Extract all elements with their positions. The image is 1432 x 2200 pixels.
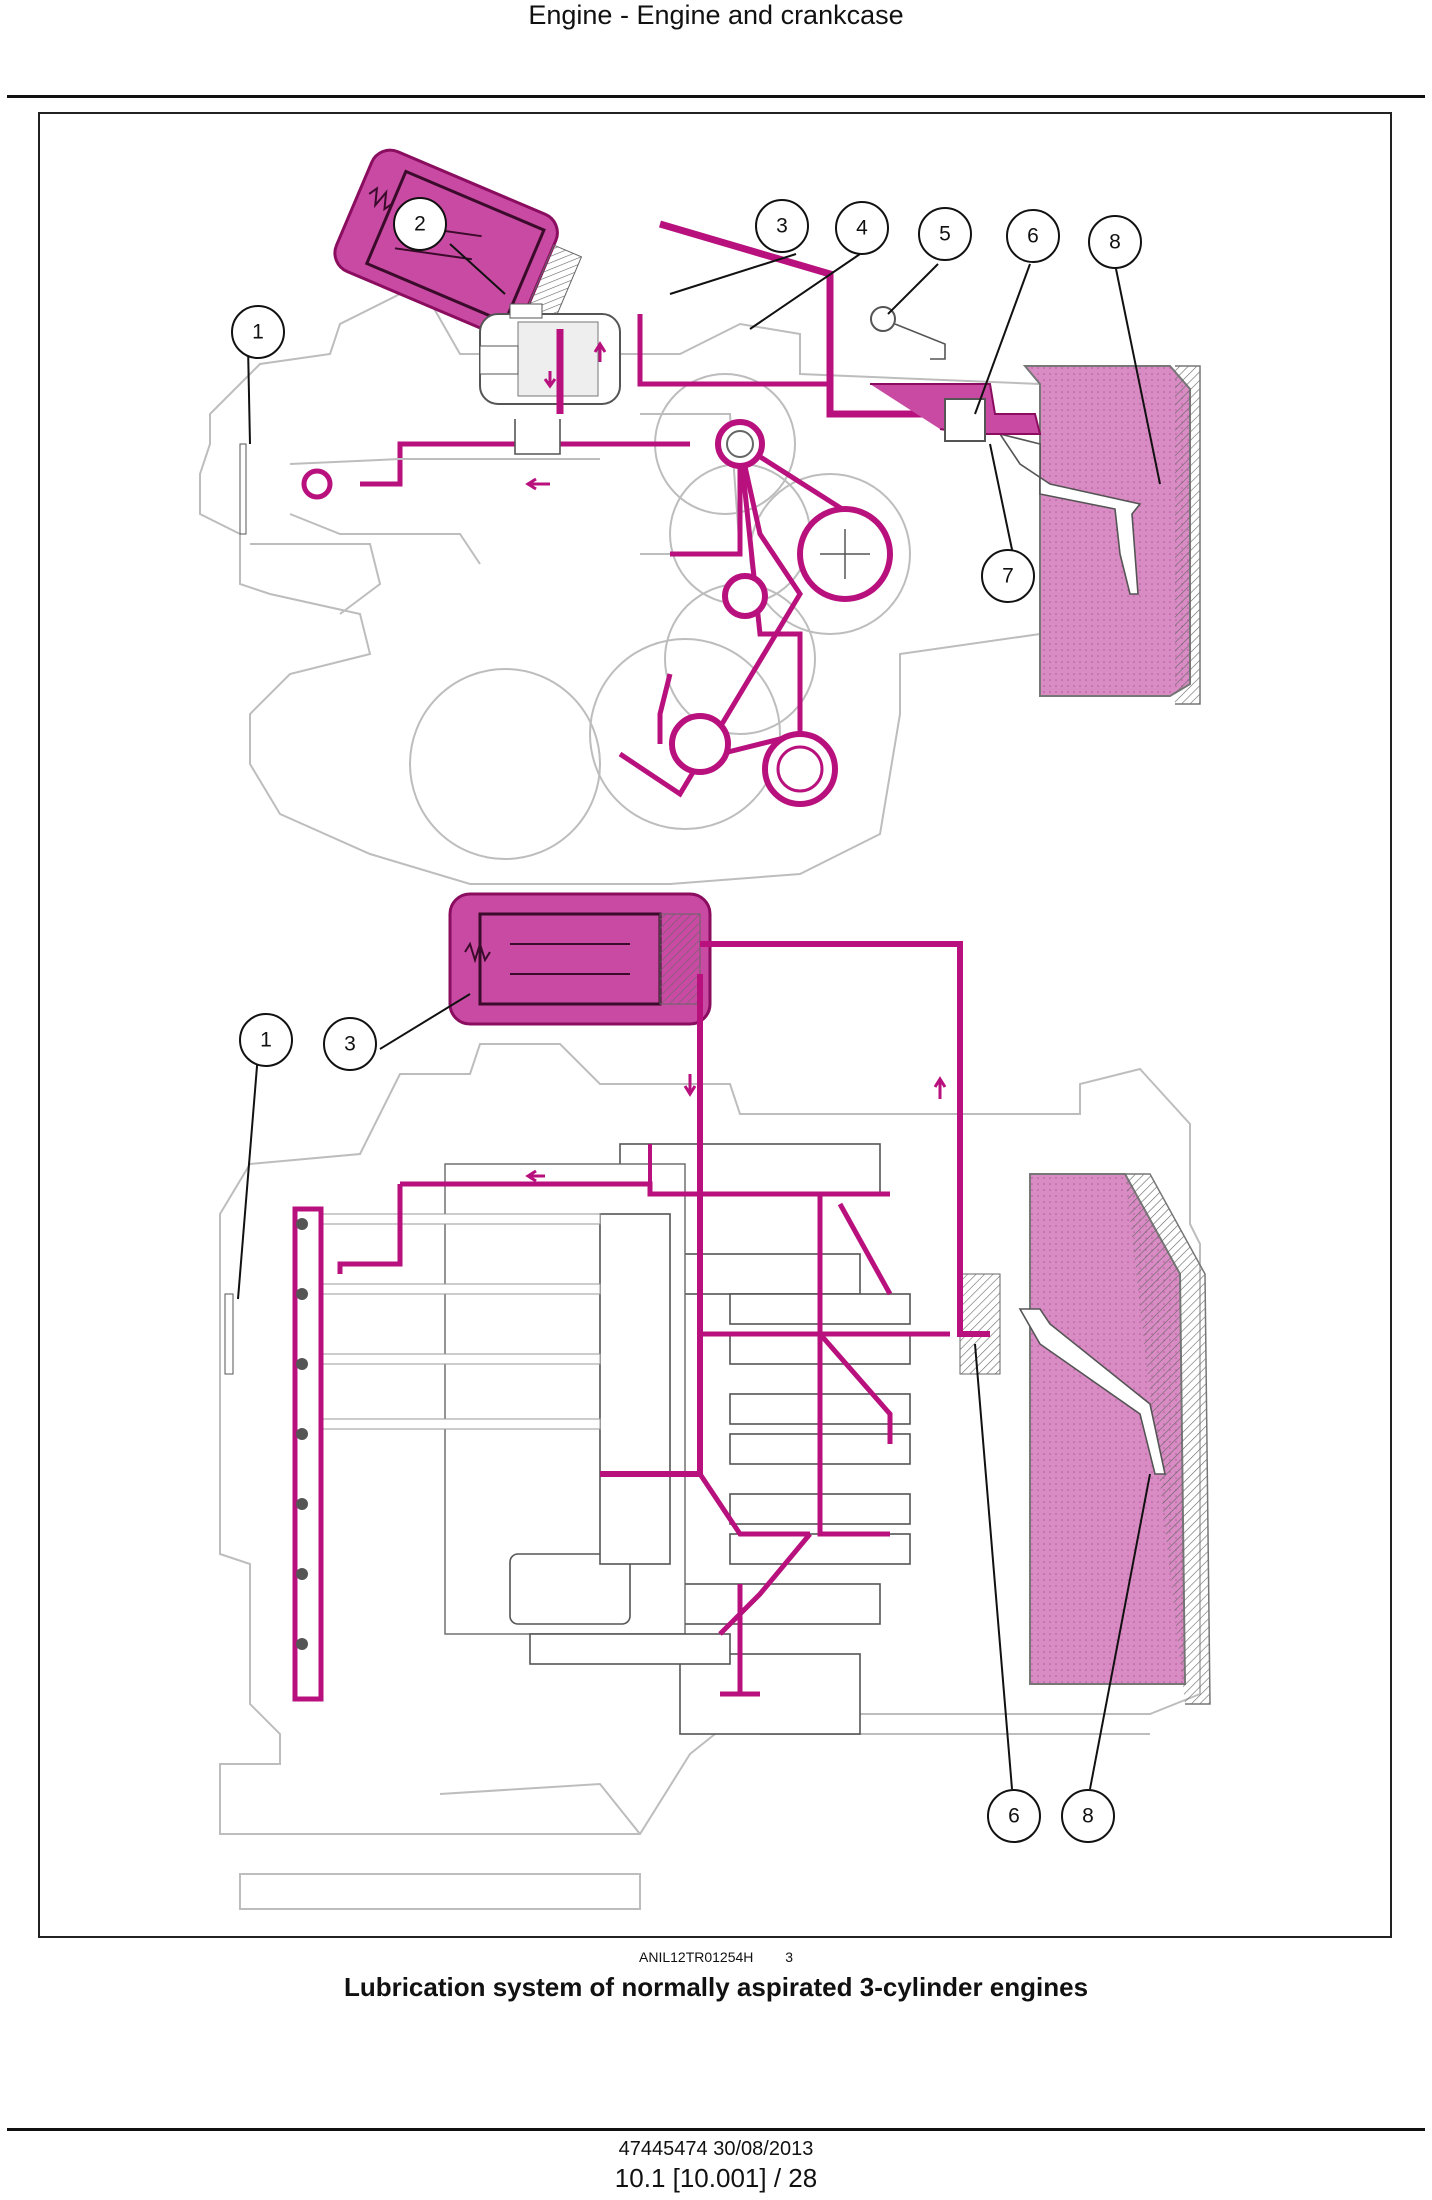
callout-7-top: 7 bbox=[981, 549, 1035, 603]
header-rule bbox=[7, 95, 1425, 98]
lubrication-diagram-svg: 1 2 3 4 5 6 7 8 1 3 6 8 bbox=[199, 148, 1211, 1910]
callout-4-top: 4 bbox=[835, 201, 889, 255]
bottom-view-oil-sump bbox=[959, 1173, 1211, 1705]
top-view-gears bbox=[409, 373, 911, 860]
bottom-view-engine-outline bbox=[219, 1043, 1201, 1910]
svg-text:3: 3 bbox=[344, 1033, 356, 1056]
callout-6-bottom: 6 bbox=[987, 1789, 1041, 1843]
callout-3-bottom: 3 bbox=[323, 1017, 377, 1071]
svg-text:3: 3 bbox=[776, 215, 788, 238]
footer-page-info: 10.1 [10.001] / 28 bbox=[614, 2163, 818, 2193]
callout-5-top: 5 bbox=[918, 207, 972, 261]
callout-1-top: 1 bbox=[231, 305, 285, 359]
figure-reference-code: ANIL12TR01254H bbox=[639, 1949, 754, 1965]
svg-text:6: 6 bbox=[1008, 1805, 1020, 1828]
bottom-view-crankshaft bbox=[444, 1143, 911, 1735]
figure-number: 3 bbox=[785, 1949, 793, 1965]
callout-3-top: 3 bbox=[755, 199, 809, 253]
svg-text:7: 7 bbox=[1002, 565, 1014, 588]
bottom-view-rocker-shaft bbox=[224, 1206, 324, 1702]
callout-2-top: 2 bbox=[393, 197, 447, 251]
svg-text:1: 1 bbox=[252, 321, 264, 344]
callouts: 1 2 3 4 5 6 7 8 1 3 6 8 bbox=[231, 197, 1161, 1843]
figure-caption: Lubrication system of normally aspirated… bbox=[343, 1972, 1089, 2002]
bottom-view-camshaft bbox=[299, 1213, 671, 1565]
svg-text:6: 6 bbox=[1027, 225, 1039, 248]
svg-text:2: 2 bbox=[414, 213, 426, 236]
callout-1-bottom: 1 bbox=[239, 1013, 293, 1067]
figure-reference: ANIL12TR01254H 3 bbox=[0, 1949, 1432, 1965]
footer-document-info: 47445474 30/08/2013 bbox=[618, 2138, 814, 2160]
bottom-view-oil-filter bbox=[448, 892, 712, 1026]
lubrication-diagram-figure: 1 2 3 4 5 6 7 8 1 3 6 8 bbox=[38, 112, 1392, 1938]
callout-8-top: 8 bbox=[1088, 215, 1142, 269]
top-view-oil-filter bbox=[333, 148, 583, 345]
callout-8-bottom: 8 bbox=[1061, 1789, 1115, 1843]
svg-text:4: 4 bbox=[856, 217, 868, 240]
svg-text:1: 1 bbox=[260, 1029, 272, 1052]
bottom-view-oil-lines bbox=[337, 941, 990, 1697]
callout-6-top: 6 bbox=[1006, 209, 1060, 263]
footer-rule bbox=[7, 2128, 1425, 2131]
svg-text:5: 5 bbox=[939, 223, 951, 246]
top-view-rocker bbox=[239, 303, 946, 565]
top-view-element bbox=[479, 313, 621, 405]
page-header-title: Engine - Engine and crankcase bbox=[528, 0, 904, 30]
svg-text:8: 8 bbox=[1109, 231, 1121, 254]
top-view-oil-sump bbox=[998, 365, 1201, 705]
svg-text:8: 8 bbox=[1082, 1805, 1094, 1828]
